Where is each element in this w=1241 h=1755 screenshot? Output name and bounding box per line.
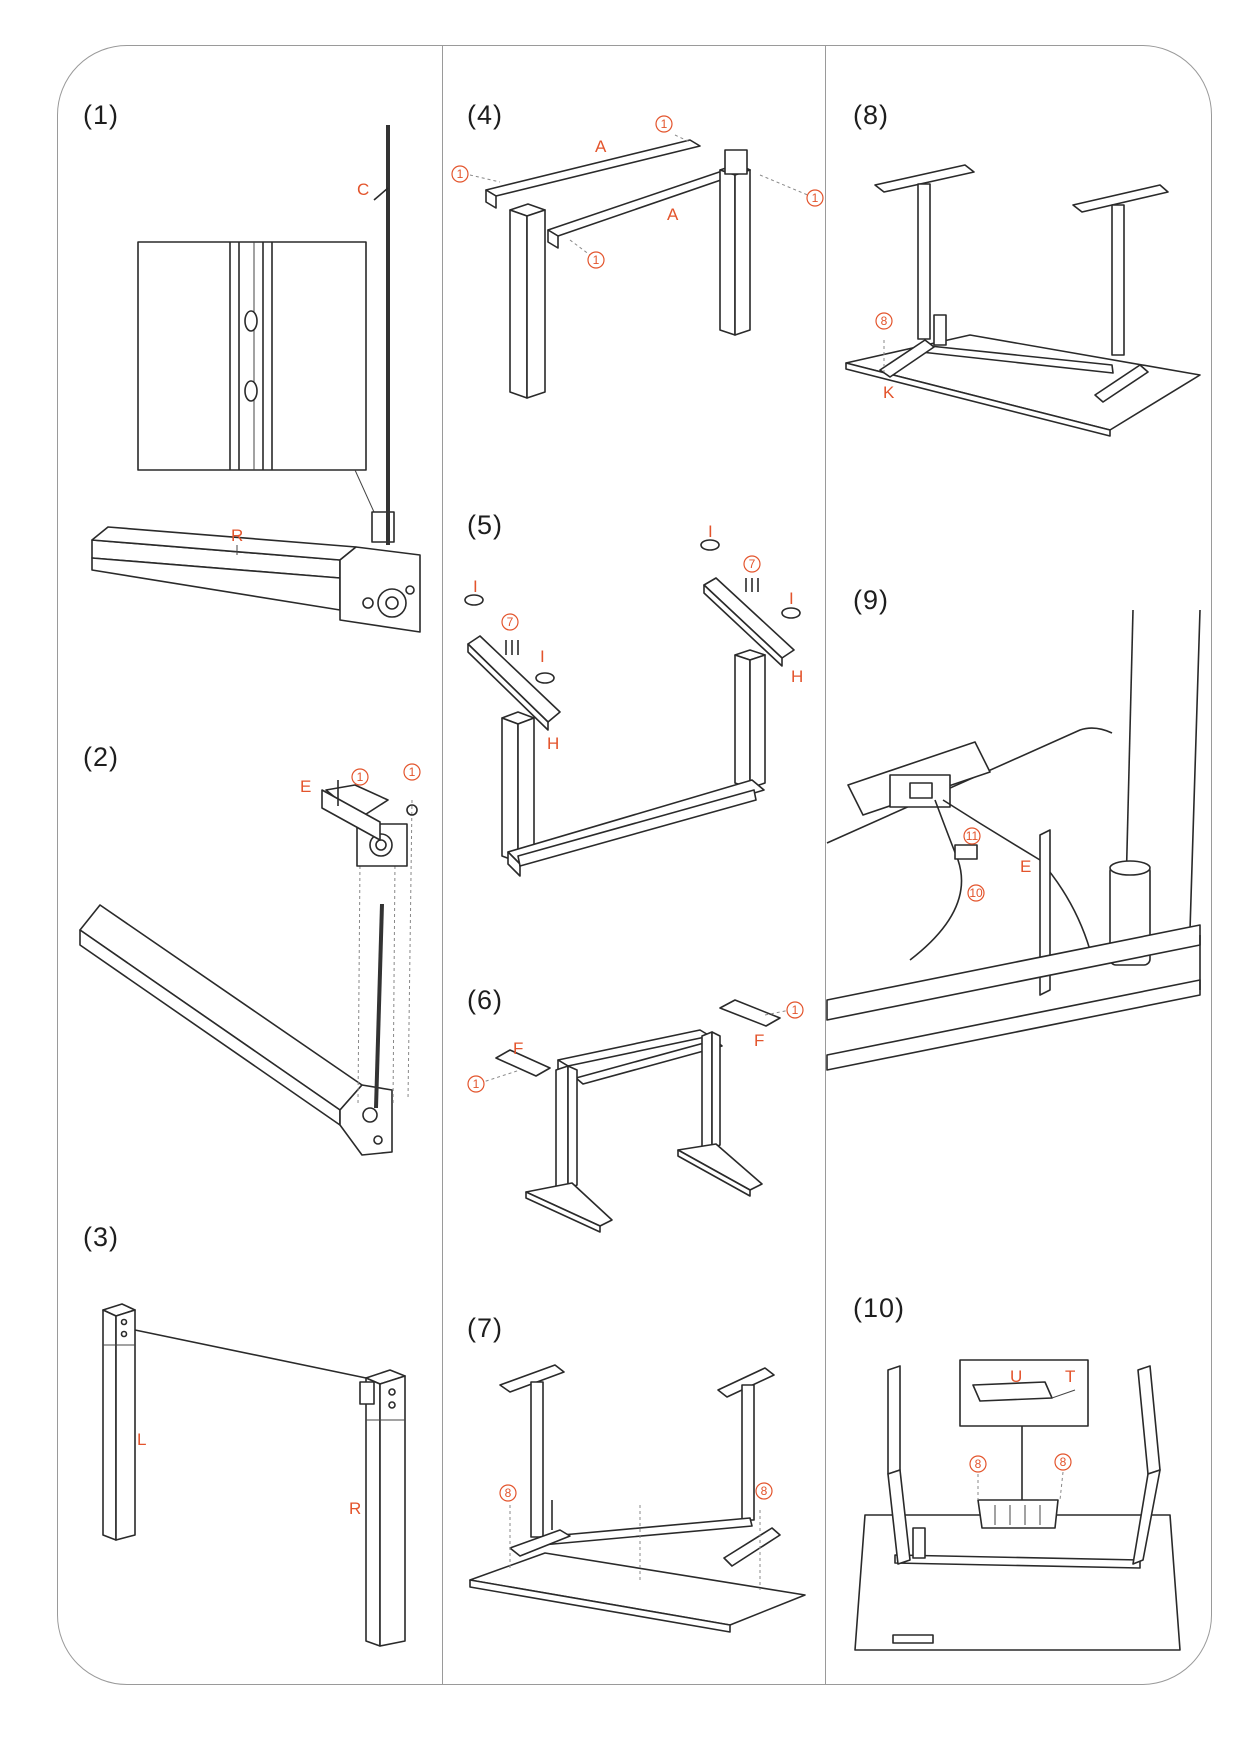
step-2-illustration: E 1 1 xyxy=(79,763,421,1156)
part-label-h-1: H xyxy=(547,734,559,753)
part-label-f-2: F xyxy=(754,1031,764,1050)
callout-4-1c: 1 xyxy=(812,191,819,205)
step-3-number: (3) xyxy=(83,1222,119,1252)
step-2-number: (2) xyxy=(83,742,119,772)
callout-5-7a: 7 xyxy=(507,615,514,629)
step-8-illustration: 8 K xyxy=(845,164,1201,437)
callout-9-11: 11 xyxy=(966,829,979,843)
callout-4-1b: 1 xyxy=(457,167,464,181)
part-label-k: K xyxy=(883,383,895,402)
part-label-i-1: I xyxy=(473,577,478,596)
callout-1-a: 1 xyxy=(357,770,364,784)
part-label-f-1: F xyxy=(513,1039,523,1058)
detail-inset xyxy=(137,241,367,471)
callout-9-10: 10 xyxy=(969,886,983,900)
step-8-number: (8) xyxy=(853,100,889,130)
step-1-number: (1) xyxy=(83,100,119,130)
callout-6-1a: 1 xyxy=(473,1077,480,1091)
step-4-number: (4) xyxy=(467,100,503,130)
callout-10-8a: 8 xyxy=(975,1457,982,1471)
step-4-illustration: A A 1 1 1 1 xyxy=(451,115,824,399)
part-label-r: R xyxy=(231,526,243,545)
part-label-r-leg: R xyxy=(349,1499,361,1518)
step-9-illustration: 11 10 E xyxy=(826,609,1201,1071)
part-label-t: T xyxy=(1065,1367,1075,1386)
callout-8-8: 8 xyxy=(881,314,888,328)
step-5-number: (5) xyxy=(467,510,503,540)
step-1-illustration: C R xyxy=(91,125,421,633)
callout-5-7b: 7 xyxy=(749,557,756,571)
step-6-illustration: F F 1 1 xyxy=(467,999,804,1233)
callout-10-8b: 8 xyxy=(1060,1455,1067,1469)
step-3-illustration: L R xyxy=(102,1303,406,1647)
column-divider-left xyxy=(442,45,443,1685)
part-label-i-2: I xyxy=(540,647,545,666)
part-label-l: L xyxy=(137,1430,146,1449)
callout-6-1b: 1 xyxy=(792,1003,799,1017)
part-label-u: U xyxy=(1010,1367,1022,1386)
callout-4-1a: 1 xyxy=(661,117,668,131)
part-label-i-4: I xyxy=(789,589,794,608)
step-7-illustration: 8 8 xyxy=(469,1364,806,1633)
step-10-illustration: U T 8 8 xyxy=(854,1359,1181,1651)
callout-7-8a: 8 xyxy=(505,1486,512,1500)
step-7-number: (7) xyxy=(467,1313,503,1343)
step-9-number: (9) xyxy=(853,585,889,615)
step-5-illustration: I I I I 7 7 H H xyxy=(464,522,803,877)
part-label-h-2: H xyxy=(791,667,803,686)
callout-7-8b: 8 xyxy=(761,1484,768,1498)
callout-4-1d: 1 xyxy=(593,253,600,267)
part-label-c: C xyxy=(357,180,369,199)
column-divider-right xyxy=(825,45,826,1685)
part-label-e-cable: E xyxy=(1020,857,1031,876)
part-label-i-3: I xyxy=(708,522,713,541)
part-label-e: E xyxy=(300,777,311,796)
part-label-a-bottom: A xyxy=(667,205,679,224)
step-10-number: (10) xyxy=(853,1293,906,1323)
callout-1-b: 1 xyxy=(409,765,416,779)
step-6-number: (6) xyxy=(467,985,503,1015)
instruction-frame xyxy=(57,45,1212,1685)
part-label-a-top: A xyxy=(595,137,607,156)
